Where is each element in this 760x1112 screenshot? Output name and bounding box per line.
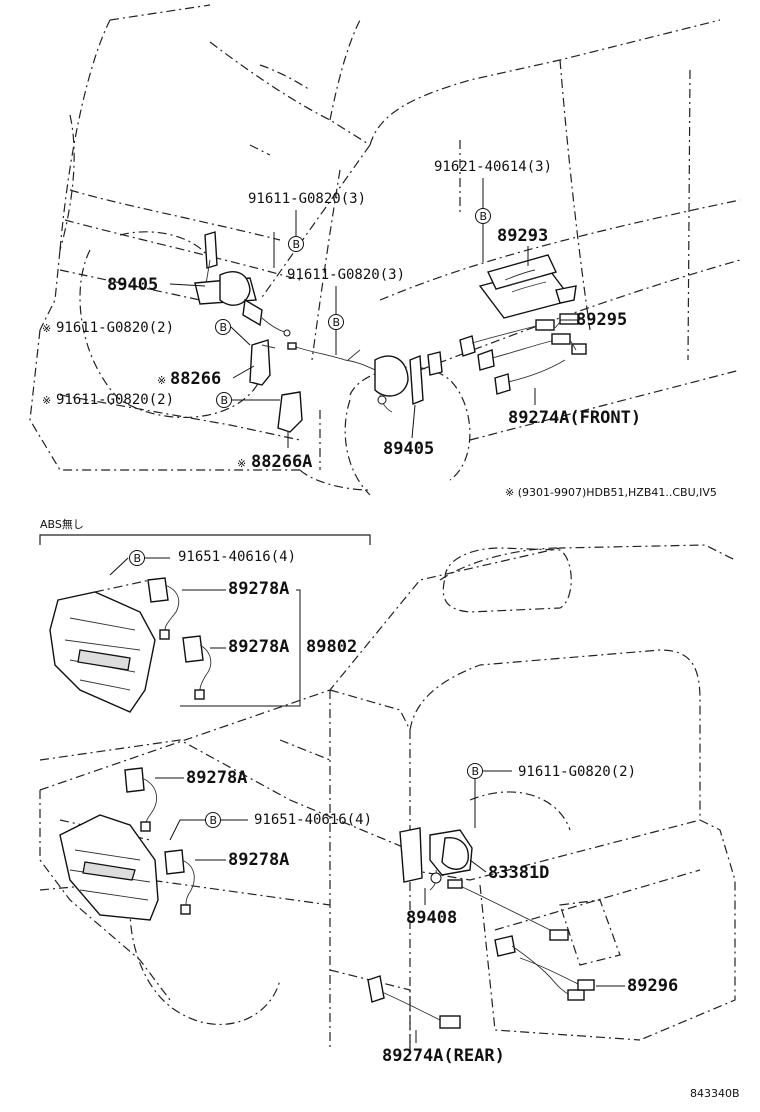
label-89278a-2: 89278A [228,637,289,657]
applicability-footnote: ※ (9301-9907)HDB51,HZB41..CBU,IV5 [505,486,717,499]
label-89802: 89802 [306,637,357,657]
label-91611-g0820-3-a: 91611-G0820(3) [248,191,366,207]
front-height-sensor-assembly [194,231,291,337]
note-mark: ※ [42,322,51,335]
bolt-b: B [221,394,229,407]
bolt-symbol [129,550,145,566]
rear-lamp-housing [59,767,195,921]
bolt-b: B [210,814,218,827]
label-89293: 89293 [497,226,548,246]
label-89405-front-left: 89405 [107,275,158,295]
bolt-symbol [216,392,232,408]
top-callouts: 91611-G0820(3) B 91621-40614(3) B 89293 … [42,159,717,499]
abs-label: ABS無し [40,517,84,531]
label-91611-g0820-2-c: 91611-G0820(2) [518,764,636,780]
bolt-b: B [480,210,488,223]
label-89278a-3: 89278A [186,768,247,788]
label-91651-40616-4-a: 91651-40616(4) [178,549,296,565]
front-body-outline [29,4,741,496]
abs-section: ABS無し B 91651-40616(4) 89278A 89278A 898… [39,517,371,713]
rear-body-outline [39,544,736,1050]
rear-height-sensor-assembly [399,827,569,941]
label-83381d: 83381D [488,863,549,883]
label-89408: 89408 [406,908,457,928]
bolt-b: B [333,316,341,329]
rear-speed-sensors [367,935,595,1029]
label-89296: 89296 [627,976,678,996]
note-mark: ※ [237,457,246,470]
label-89274a-rear: 89274A(REAR) [382,1046,505,1066]
label-89295: 89295 [576,310,627,330]
note-mark: ※ [42,394,51,407]
bracket-88266 [249,339,276,386]
label-91611-g0820-3-b: 91611-G0820(3) [287,267,405,283]
bolt-symbol [467,763,483,779]
label-89405-front-right: 89405 [383,439,434,459]
diagram-code: 843340B [690,1087,740,1100]
bolt-symbol [328,314,344,330]
bolt-symbol [215,319,231,335]
bolt-symbol [205,812,221,828]
label-89278a-4: 89278A [228,850,289,870]
label-91621-40614-3: 91621-40614(3) [434,159,552,175]
label-91651-40616-4-b: 91651-40616(4) [254,812,372,828]
note-mark: ※ [157,374,166,387]
bolt-b: B [293,238,301,251]
bolt-b: B [472,765,480,778]
bolt-b: B [220,321,228,334]
label-89278a-1: 89278A [228,579,289,599]
label-91611-g0820-2-b: 91611-G0820(2) [56,392,174,408]
bolt-symbol [288,236,304,252]
bracket-88266a [277,391,303,433]
front-speed-sensors-89274a [459,313,587,395]
bottom-callouts: B 91611-G0820(2) 89278A B 91651-40616(4)… [155,763,740,1100]
label-91611-g0820-2-a: 91611-G0820(2) [56,320,174,336]
label-89274a-front: 89274A(FRONT) [508,408,641,428]
front-right-height-sensor [374,351,443,413]
bolt-symbol [475,208,491,224]
ecu-89293 [478,254,577,319]
label-88266: 88266 [170,369,221,389]
front-wire-harness [287,342,381,373]
bolt-b: B [134,552,142,565]
label-88266a: 88266A [251,452,312,472]
